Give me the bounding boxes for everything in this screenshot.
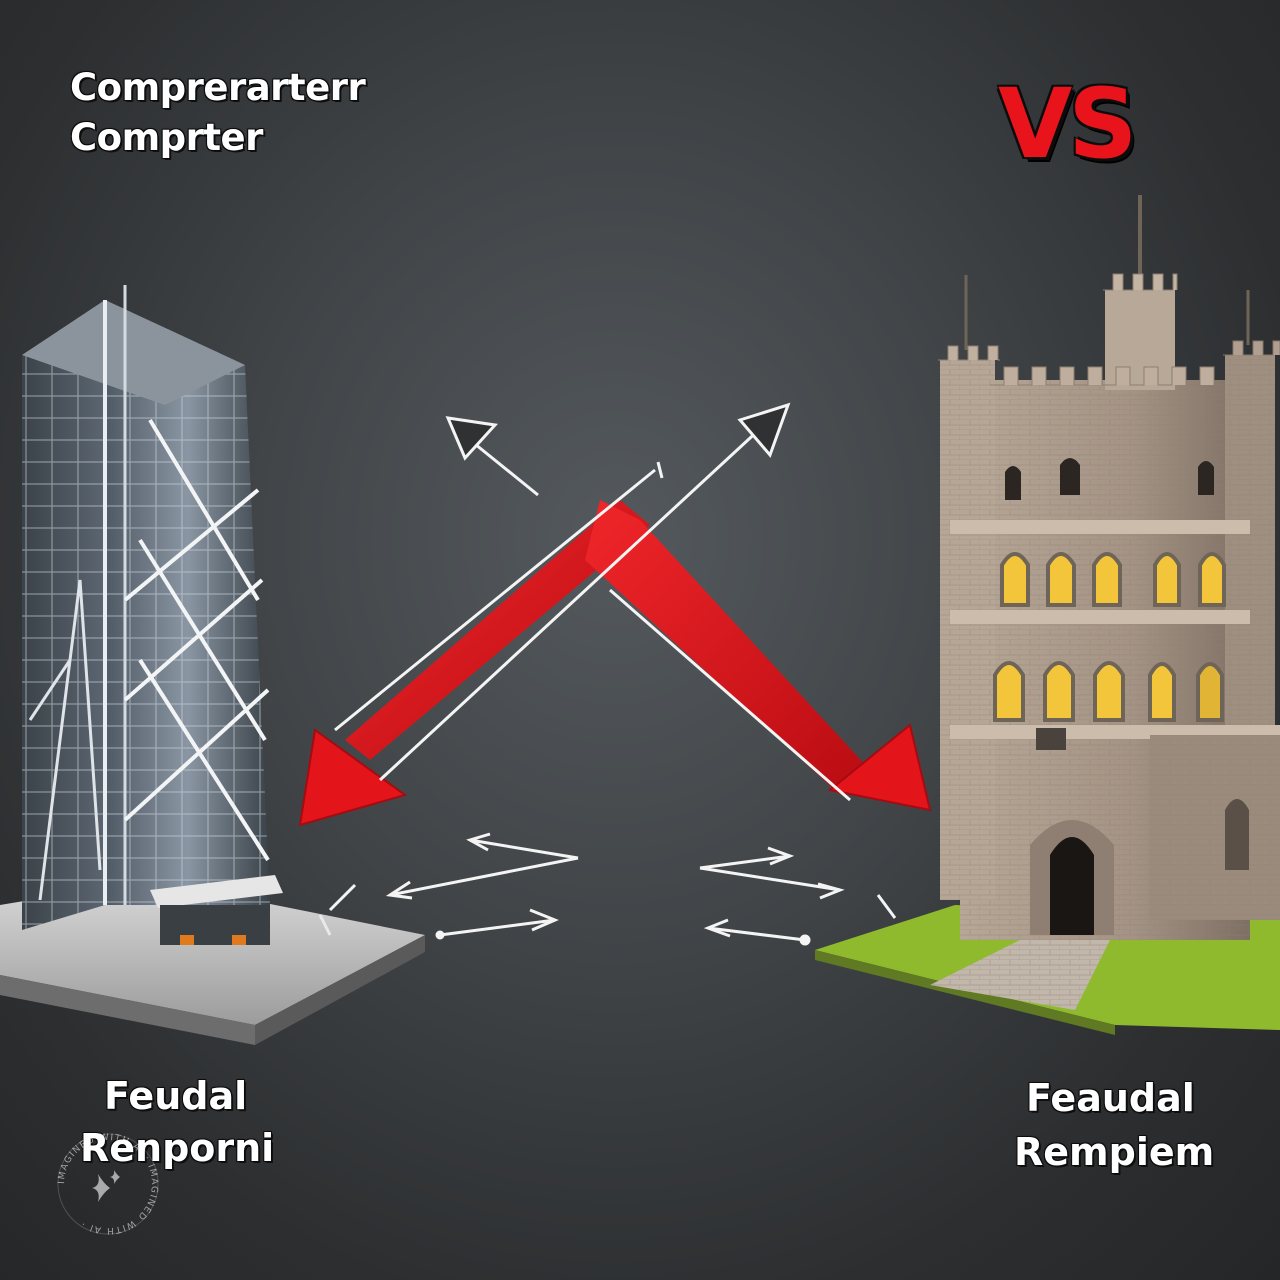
red-arrow-to-skyscraper xyxy=(298,500,650,827)
window-row-lower xyxy=(993,661,1224,722)
red-arrow-to-castle xyxy=(585,500,932,812)
svg-text:IMAGINED WITH AI · IMAGINED WI: IMAGINED WITH AI · IMAGINED WITH AI · xyxy=(57,1133,159,1235)
watermark-text: IMAGINED WITH AI · IMAGINED WITH AI · xyxy=(57,1133,158,1235)
sparkle-icon xyxy=(92,1170,120,1202)
imagined-with-ai-watermark: IMAGINED WITH AI · IMAGINED WITH AI · xyxy=(57,1133,159,1235)
title-line-2: Comprter xyxy=(70,116,263,159)
right-caption-line-1: Feaudal xyxy=(1026,1076,1195,1120)
right-caption-line-2: Rempiem xyxy=(1014,1130,1215,1174)
title-line-1: Comprerarterr xyxy=(70,66,366,109)
vs-label: VS xyxy=(998,68,1137,180)
castle-tower xyxy=(815,195,1280,1035)
left-caption-line-1: Feudal xyxy=(104,1074,248,1118)
window-row-upper xyxy=(1000,552,1226,607)
white-line-arrows xyxy=(328,402,897,946)
left-caption-line-2: Renporni xyxy=(80,1126,275,1170)
modern-skyscraper xyxy=(0,285,425,1045)
